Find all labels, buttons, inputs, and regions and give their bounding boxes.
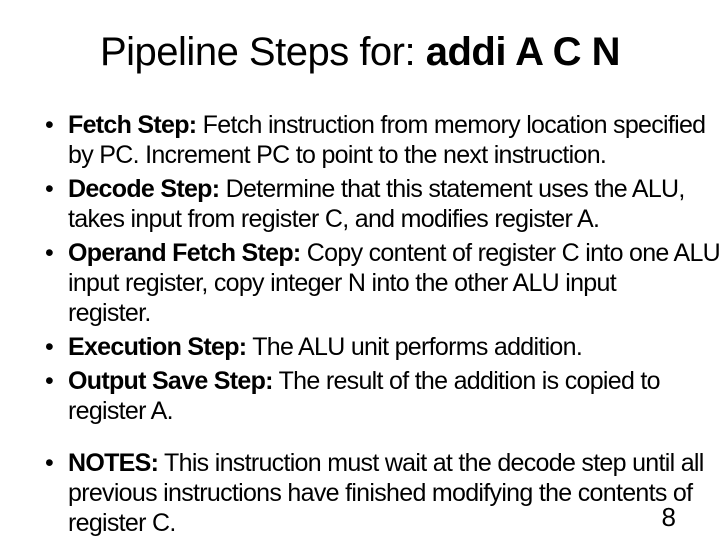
bullet-line: register C. xyxy=(68,509,176,537)
bullet-lead: Decode Step: xyxy=(68,175,220,203)
bullet-icon: • xyxy=(45,367,54,395)
bullet-text: Execution Step: The ALU unit performs ad… xyxy=(68,332,720,362)
bullet-text: Output Save Step: The result of the addi… xyxy=(68,366,720,426)
bullet-lead: Operand Fetch Step: xyxy=(68,239,301,267)
bullet-icon: • xyxy=(45,449,54,477)
bullet-text: Fetch Step: Fetch instruction from memor… xyxy=(68,110,720,170)
bullet-lead: Execution Step: xyxy=(68,333,247,361)
bullet-line-text: Fetch instruction from memory location s… xyxy=(196,111,706,139)
bullet-line: takes input from register C, and modifie… xyxy=(68,205,600,233)
bullet-icon: • xyxy=(45,333,54,361)
slide-title-instruction: addi A C N xyxy=(425,30,621,74)
bullet-line: Operand Fetch Step: Copy content of regi… xyxy=(68,238,720,268)
bullet-lead: Output Save Step: xyxy=(68,367,273,395)
bullet-line: NOTES: This instruction must wait at the… xyxy=(68,448,720,478)
bullet-text: Operand Fetch Step: Copy content of regi… xyxy=(68,238,720,328)
page-number: 8 xyxy=(661,502,676,532)
bullet-line: previous instructions have finished modi… xyxy=(68,479,693,507)
bullet-line: Fetch Step: Fetch instruction from memor… xyxy=(68,110,720,140)
bullet-line: input register, copy integer N into the … xyxy=(68,269,617,297)
bullet-lead: Fetch Step: xyxy=(68,111,197,139)
bullet-icon: • xyxy=(45,175,54,203)
slide-title: Pipeline Steps for: addi A C N xyxy=(0,30,720,74)
bullet-line-text: The result of the addition is copied to xyxy=(272,367,661,395)
bullet-lead: NOTES: xyxy=(68,449,159,477)
bullet-line-text: This instruction must wait at the decode… xyxy=(158,449,704,477)
bullet-line-text: The ALU unit performs addition. xyxy=(246,333,583,361)
bullet-line: by PC. Increment PC to point to the next… xyxy=(68,141,607,169)
bullet-icon: • xyxy=(45,239,54,267)
bullet-text: NOTES: This instruction must wait at the… xyxy=(68,448,720,538)
bullet-line: Output Save Step: The result of the addi… xyxy=(68,366,720,396)
bullet-line: Decode Step: Determine that this stateme… xyxy=(68,174,720,204)
slide-title-regular: Pipeline Steps for: xyxy=(99,30,426,74)
bullet-line-text: Determine that this statement uses the A… xyxy=(219,175,686,203)
bullet-icon: • xyxy=(45,111,54,139)
bullet-line: register. xyxy=(68,299,151,327)
bullet-line: Execution Step: The ALU unit performs ad… xyxy=(68,332,720,362)
bullet-text: Decode Step: Determine that this stateme… xyxy=(68,174,720,234)
bullet-line-text: Copy content of register C into one ALU xyxy=(300,239,720,267)
bullet-line: register A. xyxy=(68,397,174,425)
